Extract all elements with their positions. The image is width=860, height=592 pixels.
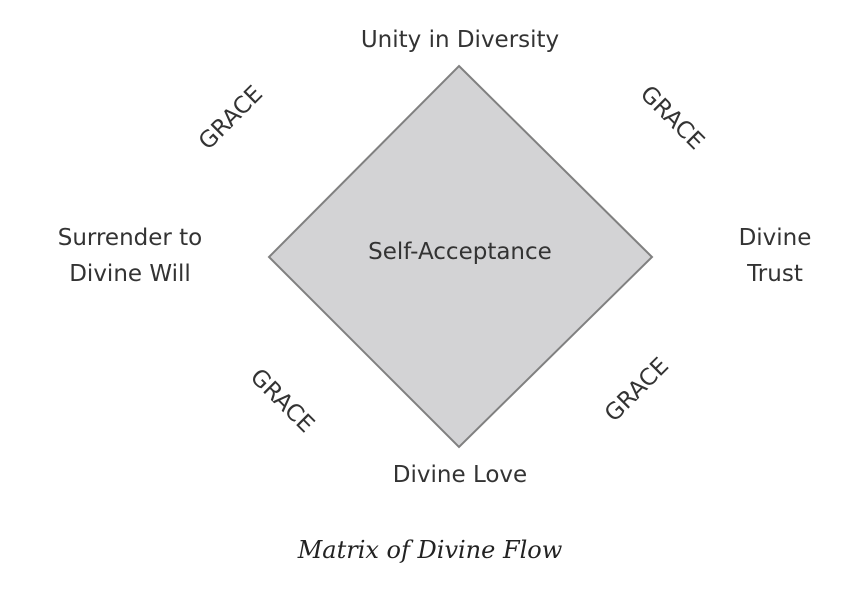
right-label: Divine Trust — [720, 220, 830, 292]
right-label-line1: Divine — [738, 225, 812, 251]
left-label-line1: Surrender to — [57, 225, 203, 251]
bottom-label: Divine Love — [392, 462, 528, 488]
top-label: Unity in Diversity — [360, 27, 560, 53]
right-label-line2: Trust — [747, 261, 803, 287]
left-label-line2: Divine Will — [69, 261, 191, 287]
self-acceptance-diamond — [267, 64, 654, 449]
left-label: Surrender to Divine Will — [40, 220, 220, 292]
figure-caption: Matrix of Divine Flow — [297, 536, 563, 564]
center-label: Self-Acceptance — [368, 239, 552, 265]
